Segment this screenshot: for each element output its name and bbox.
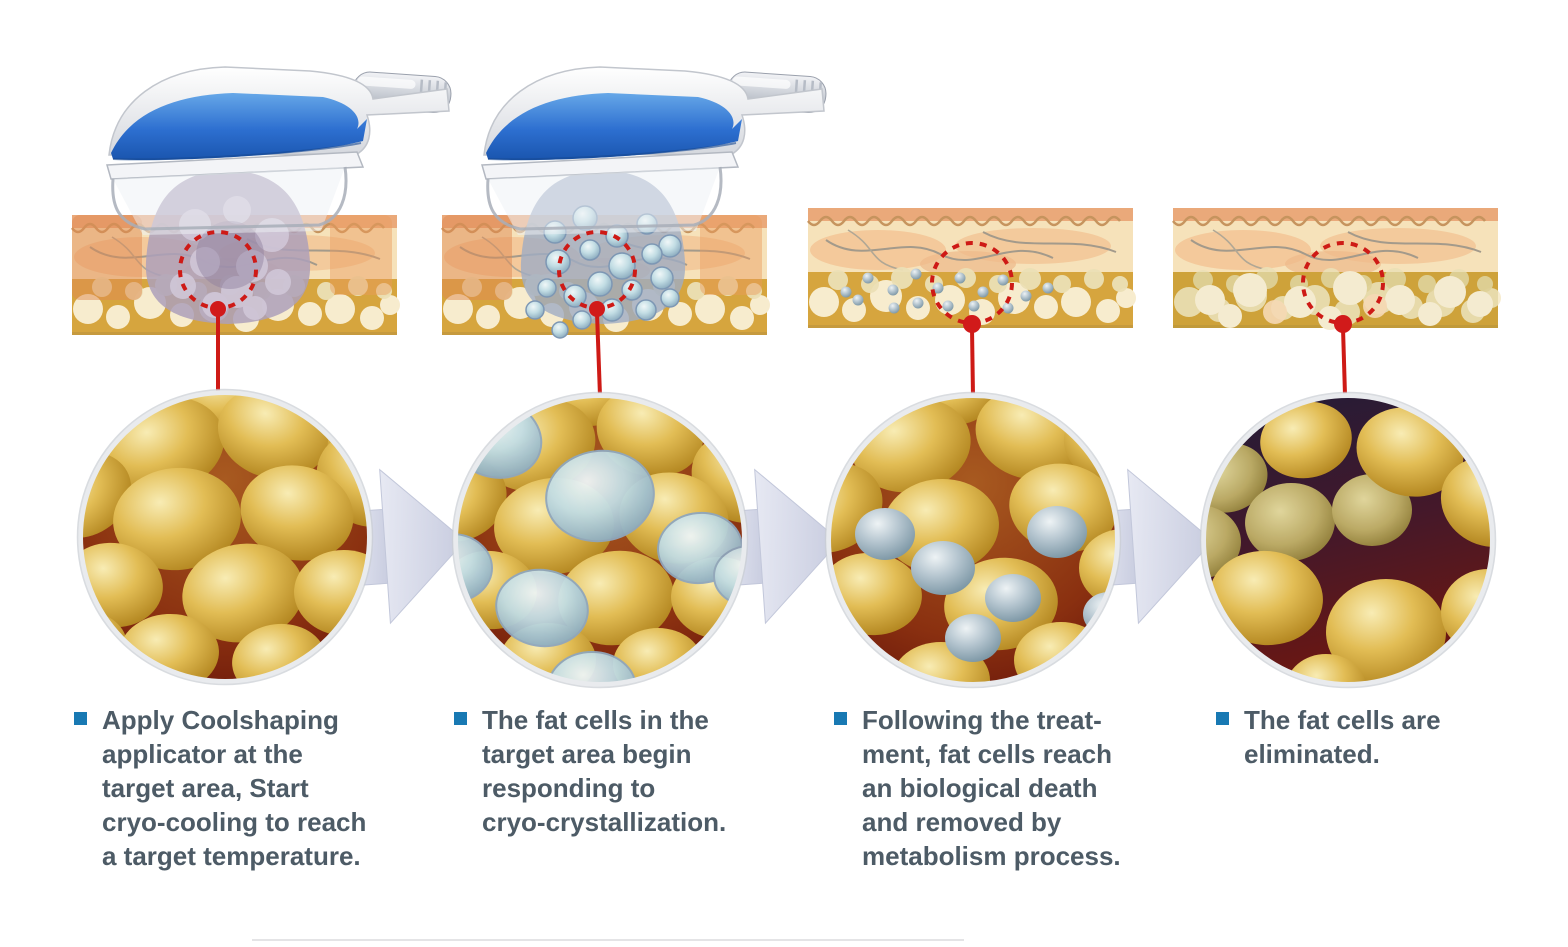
bullet-icon	[834, 712, 847, 725]
dead-cell-debris	[840, 268, 1054, 314]
step1-applicator-device	[105, 65, 454, 237]
step4-callout	[1301, 241, 1385, 396]
process-illustration	[70, 65, 1503, 689]
step4-caption: The fat cells are eliminated.	[1216, 703, 1526, 771]
step4-caption-text: The fat cells are eliminated.	[1244, 705, 1441, 769]
step1-callout	[178, 230, 258, 392]
bullet-icon	[454, 712, 467, 725]
step2-callout	[557, 230, 637, 397]
step2-magnified-view	[451, 391, 749, 689]
step3-skin-cross-section	[806, 206, 1138, 330]
step4-magnified-view	[1199, 391, 1497, 689]
step1-caption-text: Apply Coolshaping applicator at the targ…	[102, 705, 367, 871]
step4-skin-cross-section	[1171, 206, 1503, 330]
step3-caption-text: Following the treat- ment, fat cells rea…	[862, 705, 1121, 871]
step2-caption-text: The fat cells in the target area begin r…	[482, 705, 727, 837]
bullet-icon	[1216, 712, 1229, 725]
step1-caption: Apply Coolshaping applicator at the targ…	[74, 703, 404, 873]
bottom-divider	[252, 939, 964, 941]
bullet-icon	[74, 712, 87, 725]
step3-magnified-view	[824, 391, 1122, 689]
step2-applicator-device	[480, 65, 829, 237]
step2-caption: The fat cells in the target area begin r…	[454, 703, 774, 839]
step3-callout	[930, 241, 1014, 397]
step3-caption: Following the treat- ment, fat cells rea…	[834, 703, 1164, 873]
